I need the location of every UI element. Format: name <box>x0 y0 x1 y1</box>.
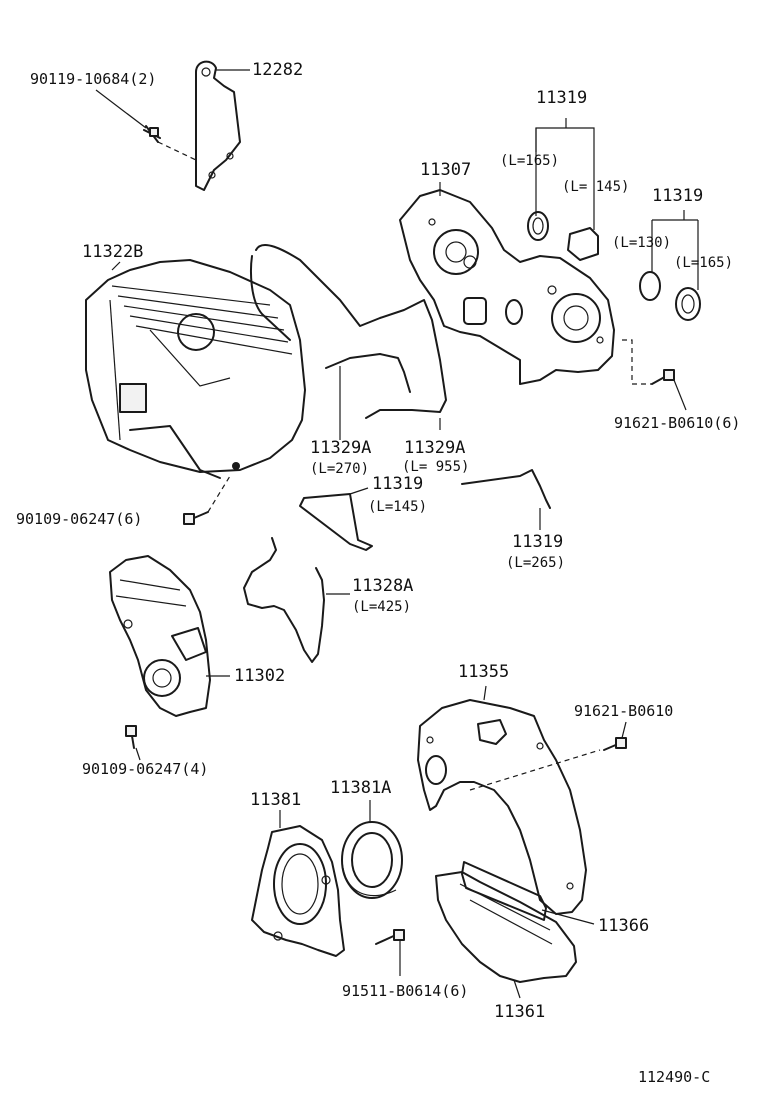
bolt-91621 <box>603 737 627 751</box>
label-11319-top: 11319 <box>536 88 588 108</box>
retainer-11381 <box>251 825 345 957</box>
label-11361: 11361 <box>494 1002 546 1022</box>
label-11302: 11302 <box>234 666 286 686</box>
label-11322B: 11322B <box>82 242 144 262</box>
label-11329A-955: 11329A <box>404 438 466 458</box>
label-11381: 11381 <box>250 790 302 810</box>
label-91621-B0610: 91621-B0610 <box>574 702 674 720</box>
gasket-11329A-955 <box>255 244 447 419</box>
label-L955: (L= 955) <box>402 459 470 475</box>
diagram-reference-code: 112490-C <box>638 1068 711 1086</box>
label-11319-low: 11319 <box>512 532 564 552</box>
label-L130: (L=130) <box>612 235 672 251</box>
bolt-90109-6 <box>183 511 209 525</box>
label-91621-B0610-6: 91621-B0610(6) <box>614 414 741 432</box>
bracket-11366 <box>461 861 547 921</box>
label-L165-b: (L=165) <box>674 255 734 271</box>
bolt-91621-6 <box>651 369 675 385</box>
label-90119-10684: 90119-10684(2) <box>30 70 157 88</box>
end-plate-11355 <box>417 699 587 915</box>
label-L145-b: (L=145) <box>368 499 428 515</box>
seal-11319-145 <box>567 227 599 261</box>
label-11319-right: 11319 <box>652 186 704 206</box>
label-11328A: 11328A <box>352 576 414 596</box>
label-11319-mid: 11319 <box>372 474 424 494</box>
gasket-11328A <box>243 537 325 663</box>
bracket-12282 <box>195 60 241 191</box>
label-11355: 11355 <box>458 662 510 682</box>
label-11381A: 11381A <box>330 778 392 798</box>
seal-11319-145b <box>299 493 373 551</box>
gasket-11329A-270 <box>325 353 411 393</box>
label-L145-a: (L= 145) <box>562 179 630 195</box>
bolt-91511 <box>375 929 405 945</box>
plate-11361 <box>435 871 577 983</box>
label-90109-06247-6: 90109-06247(6) <box>16 510 143 528</box>
label-L425: (L=425) <box>352 599 412 615</box>
bolt-90119 <box>143 125 161 143</box>
label-11366: 11366 <box>598 916 650 936</box>
label-L265: (L=265) <box>506 555 566 571</box>
timing-cover-11322B <box>85 259 306 479</box>
lower-cover-11302 <box>109 555 211 717</box>
label-90109-06247-4: 90109-06247(4) <box>82 760 209 778</box>
label-L270: (L=270) <box>310 461 370 477</box>
seal-11319-165 <box>527 211 549 241</box>
seal-11319-165b <box>675 287 701 321</box>
label-12282: 12282 <box>252 60 304 80</box>
label-11307: 11307 <box>420 160 472 180</box>
bolt-90109-4 <box>125 725 137 749</box>
seal-11319-265 <box>461 469 551 509</box>
label-91511-B0614-6: 91511-B0614(6) <box>342 982 469 1000</box>
label-11329A-270: 11329A <box>310 438 372 458</box>
oil-seal-11381A <box>341 821 403 899</box>
timing-plate-11307 <box>399 189 615 385</box>
seal-11319-130 <box>639 271 661 301</box>
label-L165-a: (L=165) <box>500 153 560 169</box>
